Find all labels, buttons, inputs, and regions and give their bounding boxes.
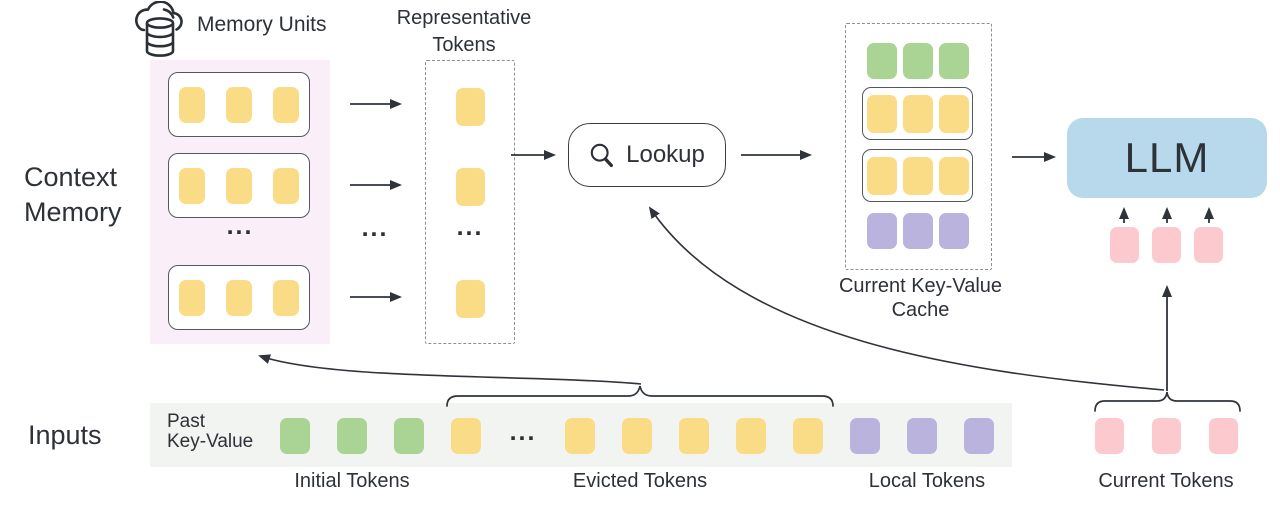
cache-label-line2: Cache xyxy=(891,299,950,321)
past-kv-label: Past Key-Value xyxy=(167,412,253,452)
cache-label-line1: Current Key-Value xyxy=(838,275,1003,297)
current-tokens-brace xyxy=(1094,391,1241,412)
pink-token xyxy=(1152,418,1181,454)
purple-token xyxy=(964,418,994,454)
pink-token xyxy=(1095,418,1124,454)
representative-token-slot xyxy=(426,168,514,206)
yellow-token xyxy=(793,418,823,454)
llm-input-tokens xyxy=(1110,227,1223,263)
yellow-token xyxy=(455,168,485,206)
green-token xyxy=(902,43,933,79)
cache-row-initial xyxy=(862,38,973,84)
yellow-token xyxy=(902,156,933,195)
yellow-token xyxy=(226,279,252,316)
green-token xyxy=(938,43,969,79)
yellow-token xyxy=(179,86,205,123)
purple-token xyxy=(907,418,937,454)
purple-token xyxy=(938,213,969,249)
memory-units-label: Memory Units xyxy=(197,13,327,36)
green-token xyxy=(280,418,310,454)
representative-label-line2: Tokens xyxy=(432,34,496,56)
lookup-button: Lookup xyxy=(568,123,726,187)
yellow-token xyxy=(273,167,299,204)
purple-token xyxy=(850,418,880,454)
yellow-token xyxy=(866,94,897,133)
search-icon xyxy=(590,143,614,167)
yellow-token xyxy=(226,86,252,123)
representative-ellipsis: ... xyxy=(456,213,484,241)
yellow-token xyxy=(273,86,299,123)
yellow-token xyxy=(455,280,485,318)
llm-box: LLM xyxy=(1067,118,1267,198)
pink-token xyxy=(1152,227,1181,263)
green-token xyxy=(337,418,367,454)
lookup-label: Lookup xyxy=(626,141,705,168)
initial-tokens-label: Initial Tokens xyxy=(294,470,410,492)
llm-label: LLM xyxy=(1124,134,1210,181)
yellow-token xyxy=(622,418,652,454)
context-memory-label: Context Memory xyxy=(24,160,122,230)
current-kv-cache-box xyxy=(845,23,992,270)
representative-token-slot xyxy=(426,88,514,126)
pink-token xyxy=(1209,418,1238,454)
past-kv-tokens: ... xyxy=(280,418,994,454)
current-tokens-group xyxy=(1095,418,1238,454)
yellow-token xyxy=(179,167,205,204)
pink-token xyxy=(1194,227,1223,263)
green-token xyxy=(394,418,424,454)
strip-ellipsis: ... xyxy=(509,417,537,446)
context-memory-line2: Memory xyxy=(24,197,122,227)
yellow-token xyxy=(455,88,485,126)
memory-ellipsis: ... xyxy=(226,212,254,240)
representative-tokens-box: ... xyxy=(425,60,515,344)
between-ellipsis: ... xyxy=(361,214,389,242)
context-memory-line1: Context xyxy=(24,162,118,192)
yellow-token xyxy=(565,418,595,454)
current-kv-cache-label: Current Key-Value Cache xyxy=(823,274,1018,322)
evicted-tokens-label: Evicted Tokens xyxy=(572,470,708,492)
memory-unit-row xyxy=(168,72,310,137)
yellow-token xyxy=(866,156,897,195)
past-kv-line1: Past xyxy=(167,411,206,432)
cache-row-retrieved xyxy=(862,149,973,202)
cache-row-retrieved xyxy=(862,87,973,140)
cache-row-local xyxy=(862,208,973,254)
yellow-token xyxy=(902,94,933,133)
memory-unit-row xyxy=(168,153,310,218)
past-kv-line2: Key-Value xyxy=(167,431,254,452)
purple-token xyxy=(866,213,897,249)
green-token xyxy=(866,43,897,79)
yellow-token xyxy=(226,167,252,204)
context-memory-panel: ... xyxy=(150,60,330,344)
arrow-evicted-to-memory xyxy=(258,354,642,385)
yellow-token xyxy=(179,279,205,316)
yellow-token xyxy=(679,418,709,454)
representative-token-slot xyxy=(426,280,514,318)
cloud-database-icon xyxy=(135,1,183,57)
representative-label-line1: Representative xyxy=(396,7,532,29)
yellow-token xyxy=(736,418,766,454)
yellow-token xyxy=(938,156,969,195)
local-tokens-label: Local Tokens xyxy=(868,470,986,492)
inputs-label: Inputs xyxy=(28,420,102,450)
yellow-token xyxy=(938,94,969,133)
yellow-token xyxy=(273,279,299,316)
yellow-token xyxy=(451,418,481,454)
memory-unit-row xyxy=(168,265,310,330)
current-tokens-label: Current Tokens xyxy=(1098,470,1234,492)
pink-token xyxy=(1110,227,1139,263)
purple-token xyxy=(902,213,933,249)
representative-tokens-label: Representative Tokens xyxy=(389,5,539,59)
